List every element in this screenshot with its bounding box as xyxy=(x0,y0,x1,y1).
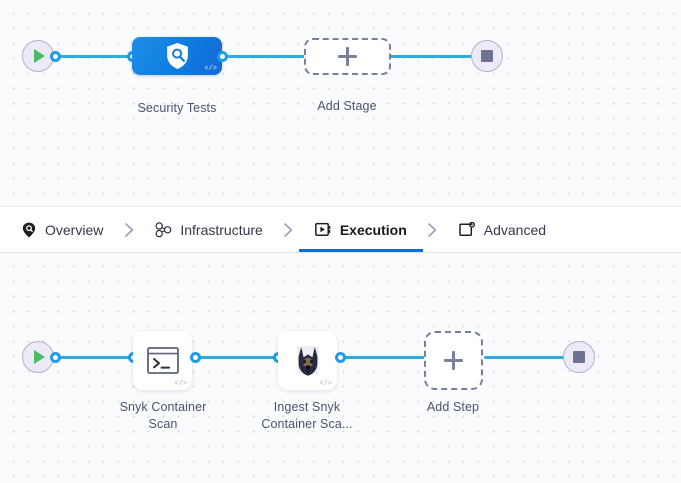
stage-node-security-tests[interactable]: </> xyxy=(132,37,222,75)
pipeline-config-tabs[interactable]: Overview Infrastructure xyxy=(0,206,681,253)
tab-infrastructure[interactable]: Infrastructure xyxy=(151,207,266,252)
stage-label-security-tests: Security Tests xyxy=(137,101,217,115)
tab-advanced[interactable]: Advanced xyxy=(455,207,550,252)
play-box-icon xyxy=(314,221,332,238)
step-label-line1: Ingest Snyk xyxy=(273,400,341,414)
tab-overview-label: Overview xyxy=(45,221,104,238)
step-label-line2: Container Sca... xyxy=(261,417,353,431)
code-tag-snyk-container-scan: </> xyxy=(174,380,187,388)
stop-icon xyxy=(573,351,585,363)
edge-security-tests-to-add-stage xyxy=(218,55,310,58)
pipeline-end-node[interactable] xyxy=(471,40,503,72)
nodes-cluster-icon xyxy=(155,221,172,238)
tab-advanced-label: Advanced xyxy=(483,221,547,238)
connector-dot-security-tests-out[interactable] xyxy=(217,51,228,62)
stop-icon xyxy=(481,50,493,62)
connector-dot-start-out[interactable] xyxy=(50,51,61,62)
edge-exec-start-to-step1 xyxy=(50,356,138,359)
add-stage-label: Add Stage xyxy=(317,99,377,113)
plus-icon xyxy=(338,47,357,66)
edge-step1-to-step2 xyxy=(196,356,284,359)
code-tag-ingest-snyk-container-scan: </> xyxy=(319,380,332,388)
play-icon xyxy=(34,350,45,364)
execution-graph-canvas[interactable]: </> Snyk Container Scan </> Ingest Snyk … xyxy=(0,253,681,483)
chevron-right-icon-1 xyxy=(107,207,151,252)
code-tag-security-tests: </> xyxy=(204,65,217,73)
shield-pin-icon xyxy=(20,221,37,238)
step-node-snyk-container-scan[interactable]: </> xyxy=(133,331,192,390)
tab-execution-label: Execution xyxy=(339,221,407,238)
box-gear-icon xyxy=(459,221,476,238)
play-icon xyxy=(34,49,45,63)
step-label-line2: Scan xyxy=(148,417,178,431)
connector-dot-step2-out[interactable] xyxy=(335,352,346,363)
connector-dot-step1-out[interactable] xyxy=(190,352,201,363)
tab-overview[interactable]: Overview xyxy=(16,207,107,252)
tab-execution[interactable]: Execution xyxy=(298,207,423,252)
doberman-icon xyxy=(297,345,318,376)
edge-add-stage-to-end xyxy=(388,55,484,58)
shield-search-icon xyxy=(166,43,188,69)
execution-end-node[interactable] xyxy=(563,341,595,373)
tab-infrastructure-label: Infrastructure xyxy=(180,221,263,238)
edge-step2-to-add-step xyxy=(341,356,426,359)
connector-dot-exec-start-out[interactable] xyxy=(50,352,61,363)
add-stage-button[interactable] xyxy=(304,38,391,75)
edge-start-to-security-tests xyxy=(50,55,142,58)
stage-graph-canvas[interactable]: </> Security Tests Add Stage xyxy=(0,0,681,206)
step-node-ingest-snyk-container-scan[interactable]: </> xyxy=(278,331,337,390)
terminal-icon xyxy=(146,347,179,374)
step-label-ingest-snyk-container-scan: Ingest Snyk Container Sca... xyxy=(237,399,377,433)
chevron-right-icon-2 xyxy=(267,207,311,252)
chevron-right-icon-3 xyxy=(411,207,455,252)
step-label-line1: Snyk Container xyxy=(119,400,207,414)
add-step-label: Add Step xyxy=(426,400,480,414)
pipeline-start-node[interactable] xyxy=(22,40,54,72)
plus-icon xyxy=(444,351,463,370)
edge-add-step-to-exec-end xyxy=(484,356,569,359)
step-label-snyk-container-scan: Snyk Container Scan xyxy=(93,399,233,433)
add-step-button[interactable] xyxy=(424,331,483,390)
